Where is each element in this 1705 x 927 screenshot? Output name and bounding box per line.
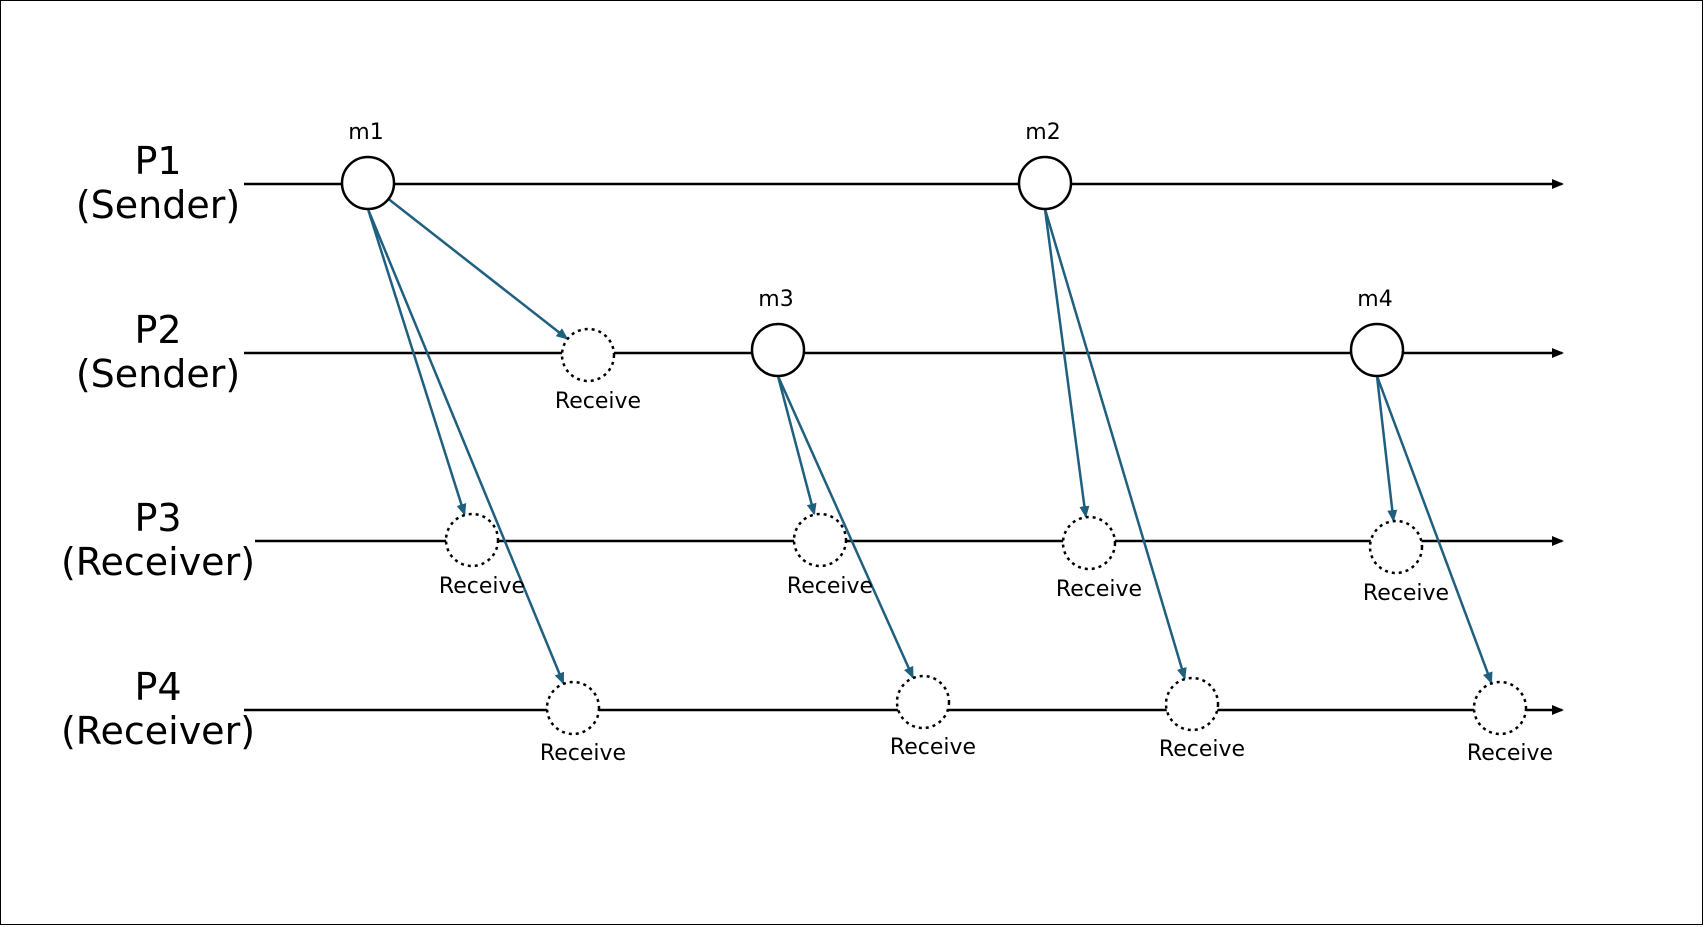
arrow-m1-to-p2	[387, 198, 569, 340]
receive-event-m3-p4	[895, 674, 951, 730]
receive-event-m2-p3	[1061, 515, 1117, 571]
message-label-m3: m3	[758, 287, 793, 312]
process-name-p4: P4	[134, 665, 181, 709]
process-name-p1: P1	[134, 139, 181, 183]
receive-event-m1-p2	[560, 327, 616, 383]
arrow-m4-to-p3	[1375, 377, 1398, 523]
receive-label-m1-p4: Receive	[540, 741, 626, 766]
receive-label-m4-p4: Receive	[1467, 741, 1553, 766]
arrow-m1-to-p4	[367, 209, 565, 685]
process-role-p4: (Receiver)	[61, 709, 255, 753]
process-role-p2: (Sender)	[76, 352, 240, 396]
receive-label-m3-p4: Receive	[890, 735, 976, 760]
process-role-p3: (Receiver)	[61, 540, 255, 584]
arrow-m2-to-p4	[1044, 209, 1187, 680]
receive-event-m4-p4	[1472, 680, 1528, 736]
receive-event-m2-p4	[1164, 676, 1220, 732]
receive-event-m3-p3	[792, 512, 848, 568]
receive-label-m2-p3: Receive	[1056, 577, 1142, 602]
process-name-p2: P2	[134, 308, 181, 352]
labels: P1(Sender)P2(Sender)P3(Receiver)P4(Recei…	[61, 120, 1553, 766]
message-label-m2: m2	[1025, 120, 1060, 145]
arrow-m3-to-p3	[777, 376, 817, 516]
arrow-m1-to-p3	[367, 209, 467, 516]
process-role-p1: (Sender)	[76, 183, 240, 227]
message-arrows	[367, 198, 1493, 685]
message-label-m1: m1	[348, 120, 383, 145]
arrow-m4-to-p4	[1376, 376, 1493, 685]
receive-event-m4-p3	[1368, 519, 1424, 575]
events	[340, 155, 1528, 736]
arrow-m2-to-p3	[1043, 209, 1090, 519]
arrow-m3-to-p4	[777, 376, 914, 679]
send-event-m2	[1017, 155, 1073, 211]
message-label-m4: m4	[1357, 287, 1392, 312]
receive-label-m1-p2: Receive	[555, 389, 641, 414]
receive-label-m2-p4: Receive	[1159, 737, 1245, 762]
send-event-m1	[340, 155, 396, 211]
receive-label-m1-p3: Receive	[439, 574, 525, 599]
receive-event-m1-p3	[444, 512, 500, 568]
process-name-p3: P3	[134, 496, 181, 540]
receive-label-m3-p3: Receive	[787, 574, 873, 599]
receive-event-m1-p4	[545, 680, 601, 736]
timelines	[244, 179, 1564, 715]
send-event-m4	[1349, 322, 1405, 378]
receive-label-m4-p3: Receive	[1363, 581, 1449, 606]
send-event-m3	[750, 322, 806, 378]
